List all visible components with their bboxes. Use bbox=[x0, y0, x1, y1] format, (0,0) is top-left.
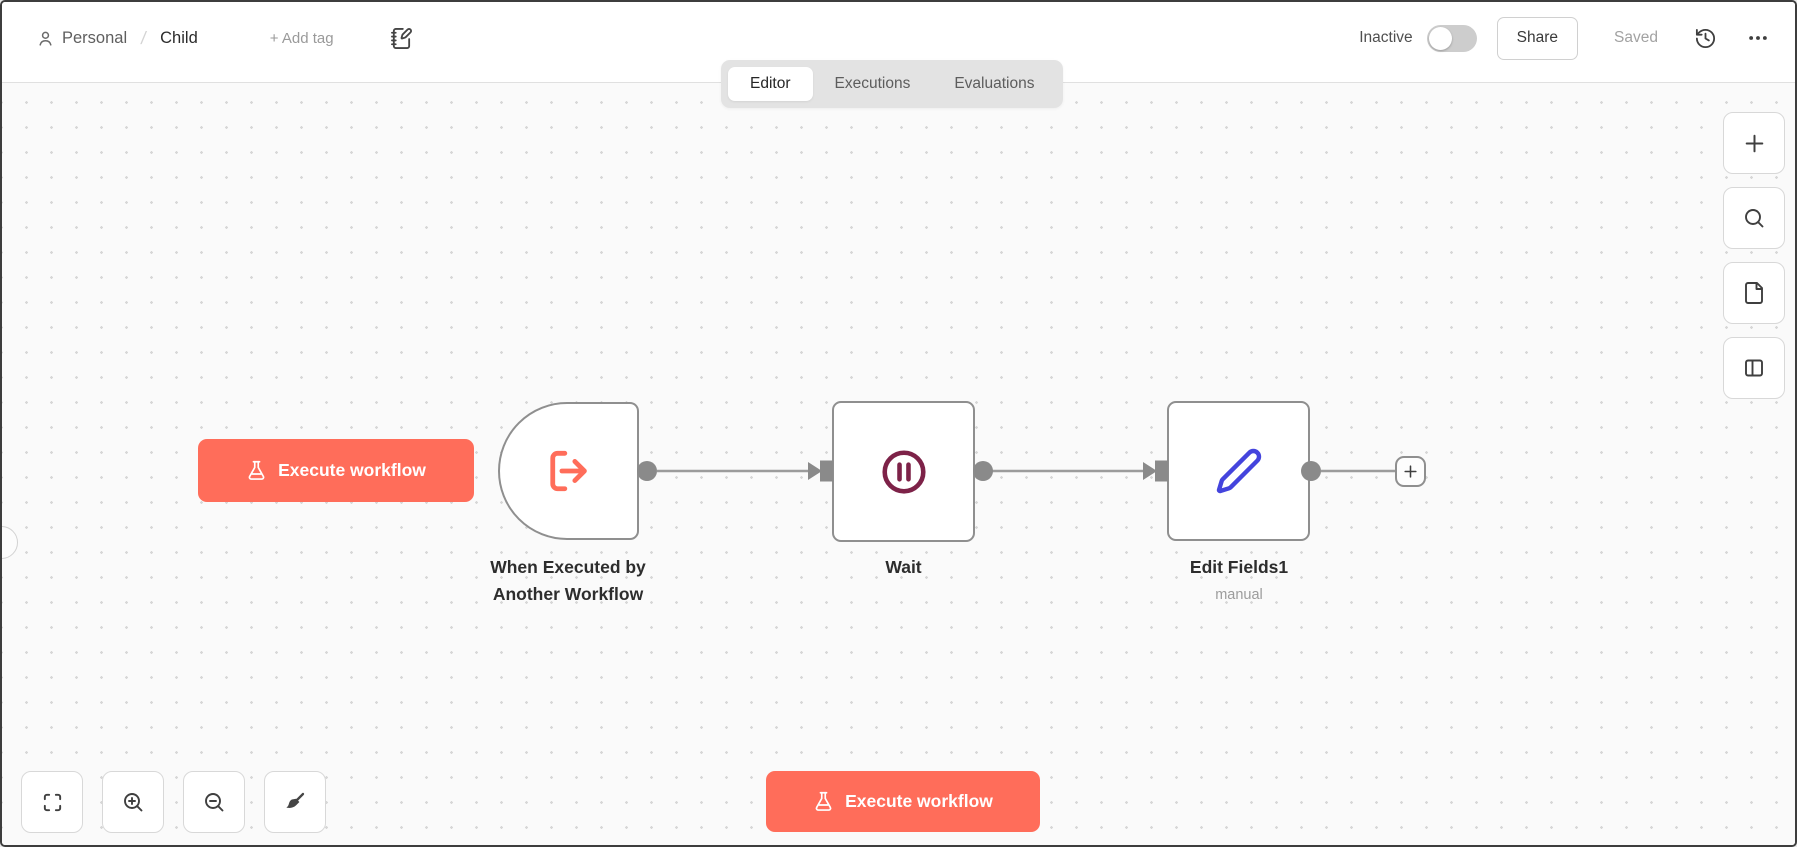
panel-left-icon bbox=[1742, 356, 1766, 380]
breadcrumb-project-label: Personal bbox=[62, 28, 128, 47]
zoom-out-icon bbox=[202, 790, 226, 814]
pencil-icon bbox=[1215, 447, 1263, 495]
active-toggle[interactable] bbox=[1426, 24, 1477, 52]
left-panel-handle[interactable] bbox=[2, 526, 18, 559]
sticky-note-toolbar-button[interactable] bbox=[1723, 262, 1785, 324]
search-toolbar-button[interactable] bbox=[1723, 187, 1785, 249]
file-icon bbox=[1742, 281, 1766, 305]
zoom-out-button[interactable] bbox=[183, 771, 245, 833]
workflow-status-label: Inactive bbox=[1359, 29, 1413, 46]
arrowhead-into-edit-fields bbox=[1143, 462, 1157, 480]
tab-editor[interactable]: Editor bbox=[728, 67, 813, 101]
arrowhead-into-wait bbox=[808, 462, 822, 480]
workflow-name[interactable]: Child bbox=[160, 28, 198, 47]
execute-workflow-button-bottom[interactable]: Execute workflow bbox=[766, 771, 1040, 832]
workflow-canvas[interactable]: Execute workflow bbox=[2, 83, 1795, 845]
pause-circle-icon bbox=[879, 447, 929, 497]
node-wait[interactable] bbox=[832, 401, 975, 542]
node-subtitle-edit-fields: manual bbox=[1215, 587, 1263, 603]
flask-icon bbox=[813, 791, 834, 812]
tab-evaluations[interactable]: Evaluations bbox=[954, 75, 1035, 92]
input-port-wait[interactable] bbox=[820, 460, 833, 482]
output-port-wait[interactable] bbox=[973, 461, 993, 481]
flask-icon bbox=[246, 460, 267, 481]
zoom-in-button[interactable] bbox=[102, 771, 164, 833]
breadcrumb-separator: / bbox=[139, 27, 148, 48]
tidy-up-broom-icon bbox=[283, 790, 307, 814]
node-edit-fields[interactable] bbox=[1167, 401, 1310, 541]
zoom-to-fit-icon bbox=[41, 791, 64, 814]
node-label-trigger: When Executed by Another Workflow bbox=[490, 557, 646, 604]
plus-icon bbox=[1742, 131, 1767, 156]
breadcrumb-project[interactable]: Personal bbox=[36, 29, 127, 48]
execute-workflow-label: Execute workflow bbox=[845, 791, 993, 811]
share-button[interactable]: Share bbox=[1496, 16, 1579, 60]
panel-toggle-toolbar-button[interactable] bbox=[1723, 337, 1785, 399]
output-port-trigger[interactable] bbox=[637, 461, 657, 481]
saved-status: Saved bbox=[1614, 29, 1658, 46]
input-port-edit-fields[interactable] bbox=[1155, 460, 1168, 482]
add-node-plus-button[interactable] bbox=[1395, 456, 1426, 487]
tab-executions[interactable]: Executions bbox=[834, 75, 911, 92]
user-icon bbox=[36, 29, 55, 48]
output-port-edit-fields[interactable] bbox=[1301, 461, 1321, 481]
node-label-edit-fields: Edit Fields1 bbox=[1189, 557, 1289, 577]
add-tag-button[interactable]: + Add tag bbox=[269, 29, 334, 47]
add-node-toolbar-button[interactable] bbox=[1723, 112, 1785, 174]
ellipsis-menu-icon[interactable] bbox=[1747, 27, 1769, 49]
toggle-knob bbox=[1428, 26, 1452, 50]
node-label-wait: Wait bbox=[885, 557, 922, 577]
notebook-pen-icon[interactable] bbox=[390, 27, 413, 50]
node-when-executed-by-another-workflow[interactable] bbox=[498, 402, 639, 540]
search-icon bbox=[1742, 206, 1766, 230]
connections-layer bbox=[637, 460, 1397, 482]
log-out-arrow-icon bbox=[544, 446, 594, 496]
execute-workflow-label: Execute workflow bbox=[278, 460, 426, 480]
execute-workflow-button[interactable]: Execute workflow bbox=[198, 439, 474, 502]
zoom-in-icon bbox=[121, 790, 145, 814]
history-icon[interactable] bbox=[1694, 27, 1717, 50]
view-tabs: Editor Executions Evaluations bbox=[721, 60, 1064, 108]
zoom-to-fit-button[interactable] bbox=[21, 771, 83, 833]
tidy-up-button[interactable] bbox=[264, 771, 326, 833]
